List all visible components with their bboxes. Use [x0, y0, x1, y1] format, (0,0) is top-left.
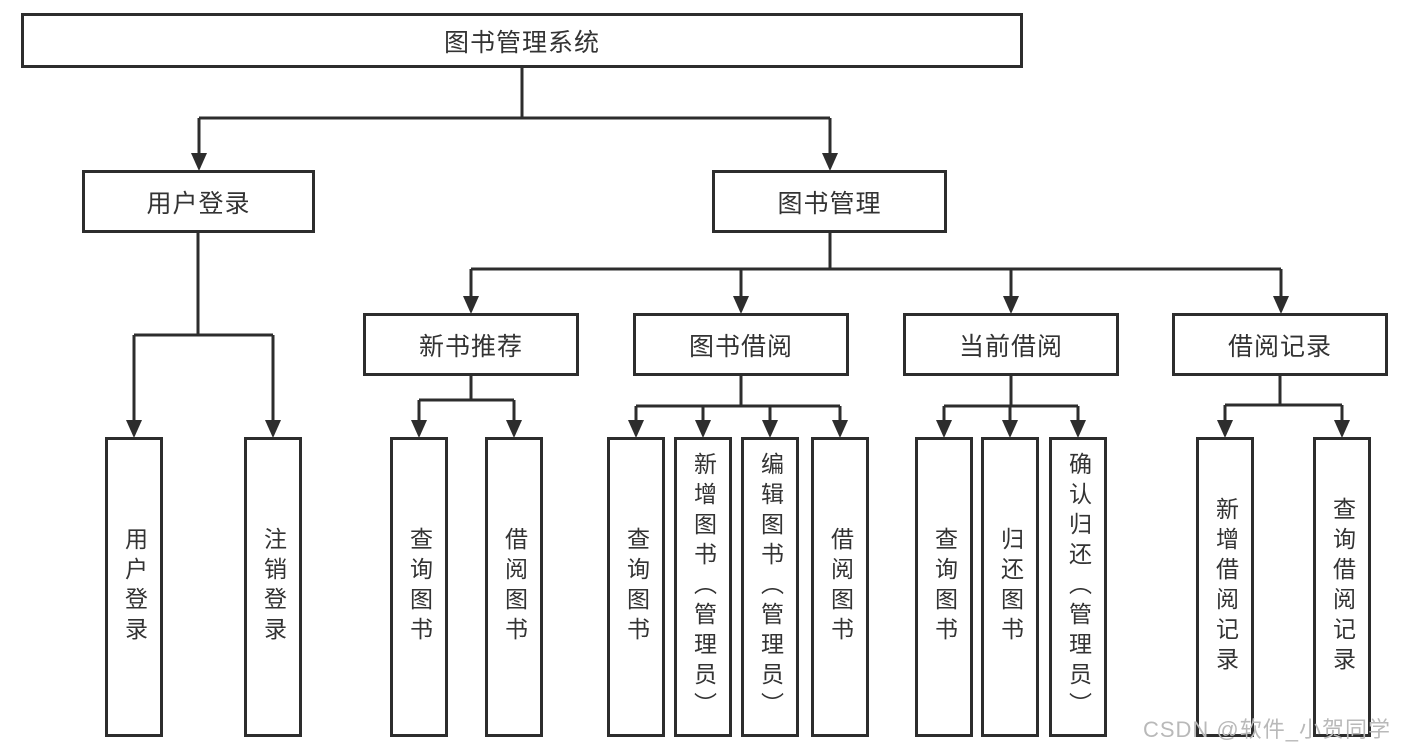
leaf-logout-label: 注销登录: [260, 527, 287, 647]
node-book-borrowing: 图书借阅: [633, 313, 849, 376]
leaf-user-login-label: 用户登录: [121, 527, 148, 647]
watermark-text: CSDN @软件_小贺同学: [1142, 717, 1391, 742]
leaf-query-books-recommend-label: 查询图书: [406, 527, 433, 647]
node-user-login-branch: 用户登录: [82, 170, 315, 233]
leaf-query-books-borrow: 查询图书: [607, 437, 665, 737]
tree-edges: [132, 68, 1344, 422]
leaf-user-login: 用户登录: [105, 437, 163, 737]
leaf-query-books-current-label: 查询图书: [931, 527, 958, 647]
node-current-borrowing-label: 当前借阅: [958, 332, 1063, 361]
leaf-return-book-label: 归还图书: [997, 527, 1024, 647]
leaf-add-book-admin: 新增图书（管理员）: [674, 437, 732, 737]
leaf-edit-book-admin-label: 编辑图书（管理员）: [757, 452, 784, 722]
node-book-management-branch-label: 图书管理: [777, 189, 882, 218]
leaf-query-borrow-record: 查询借阅记录: [1313, 437, 1371, 737]
leaf-query-books-current: 查询图书: [915, 437, 973, 737]
node-new-book-recommend-label: 新书推荐: [418, 332, 523, 361]
node-borrowing-records: 借阅记录: [1172, 313, 1388, 376]
node-root-system: 图书管理系统: [21, 13, 1023, 68]
leaf-return-book: 归还图书: [981, 437, 1039, 737]
leaf-add-book-admin-label: 新增图书（管理员）: [690, 452, 717, 722]
leaf-borrow-books-recommend-label: 借阅图书: [501, 527, 528, 647]
node-new-book-recommend: 新书推荐: [363, 313, 579, 376]
node-current-borrowing: 当前借阅: [903, 313, 1119, 376]
leaf-borrow-books-borrow-label: 借阅图书: [827, 527, 854, 647]
leaf-confirm-return-admin: 确认归还（管理员）: [1049, 437, 1107, 737]
node-book-borrowing-label: 图书借阅: [688, 332, 793, 361]
leaf-logout: 注销登录: [244, 437, 302, 737]
leaf-edit-book-admin: 编辑图书（管理员）: [741, 437, 799, 737]
leaf-query-borrow-record-label: 查询借阅记录: [1329, 497, 1356, 677]
node-book-management-branch: 图书管理: [712, 170, 947, 233]
leaf-query-books-borrow-label: 查询图书: [623, 527, 650, 647]
node-borrowing-records-label: 借阅记录: [1227, 332, 1332, 361]
leaf-query-books-recommend: 查询图书: [390, 437, 448, 737]
leaf-borrow-books-borrow: 借阅图书: [811, 437, 869, 737]
arrowheads: [126, 153, 1350, 438]
leaf-add-borrow-record-label: 新增借阅记录: [1212, 497, 1239, 677]
leaf-borrow-books-recommend: 借阅图书: [485, 437, 543, 737]
leaf-add-borrow-record: 新增借阅记录: [1196, 437, 1254, 737]
leaf-confirm-return-admin-label: 确认归还（管理员）: [1065, 452, 1092, 722]
node-user-login-branch-label: 用户登录: [146, 189, 251, 218]
node-root-system-label: 图书管理系统: [443, 28, 600, 57]
